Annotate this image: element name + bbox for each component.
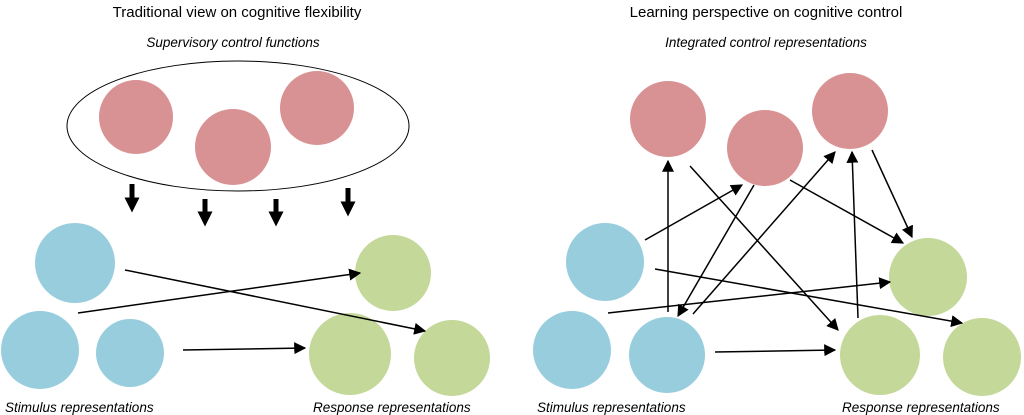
left-title: Traditional view on cognitive flexibilit… (113, 4, 362, 21)
association-arrow (182, 342, 307, 355)
response-node (309, 313, 391, 395)
association-arrow (789, 179, 905, 244)
stimulus-node (629, 317, 705, 393)
response-node (414, 320, 490, 396)
control-node (727, 110, 803, 186)
association-arrow (871, 149, 913, 239)
left-response-label: Response representations (313, 400, 471, 415)
stimulus-node (533, 311, 611, 389)
association-arrow (692, 151, 836, 315)
control-node (195, 109, 271, 185)
response-node (889, 238, 967, 316)
association-arrow (846, 150, 859, 319)
association-arrow (124, 269, 427, 335)
right-title: Learning perspective on cognitive contro… (630, 4, 903, 21)
right-response-label: Response representations (842, 400, 1000, 415)
response-node (840, 315, 920, 395)
association-arrow (607, 277, 892, 314)
stimulus-node (566, 223, 644, 301)
right-stimulus-label: Stimulus representations (537, 400, 686, 415)
response-node (355, 235, 431, 311)
control-node (99, 80, 173, 154)
control-node (630, 81, 706, 157)
stimulus-node (96, 319, 164, 387)
control-node (812, 73, 888, 149)
association-arrow (654, 268, 964, 328)
left-subtitle: Supervisory control functions (146, 35, 320, 50)
stimulus-node (1, 311, 79, 389)
supervisory-ellipse (66, 60, 410, 192)
association-arrow (677, 184, 755, 318)
response-node (943, 318, 1021, 396)
stimulus-node (35, 223, 115, 303)
association-arrow (714, 344, 837, 357)
association-arrow (644, 184, 744, 241)
right-subtitle: Integrated control representations (665, 35, 867, 50)
association-arrow (77, 268, 362, 314)
control-node (280, 71, 354, 145)
left-stimulus-label: Stimulus representations (5, 400, 154, 415)
association-arrow (689, 165, 839, 331)
